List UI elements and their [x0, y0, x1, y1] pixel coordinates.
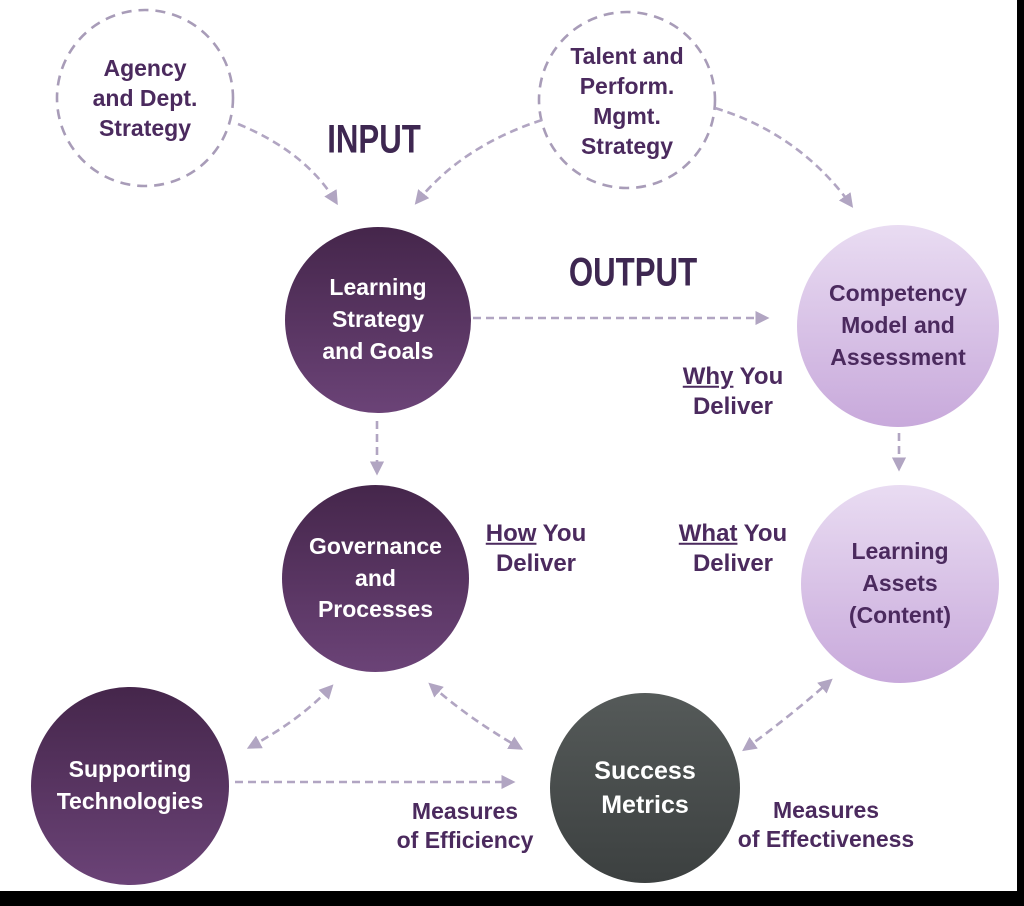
measures-of-efficiency-label: Measures of Efficiency — [397, 797, 534, 855]
output-heading: OUTPUT — [568, 250, 698, 295]
input-heading: INPUT — [327, 117, 421, 162]
learning-strategy-label: Learning Strategy and Goals — [322, 274, 434, 364]
why-you-deliver-line2: Deliver — [692, 393, 774, 420]
arrow-agency-to-learning-strategy — [237, 122, 338, 206]
measures-of-efficiency-line1: Measures — [411, 798, 519, 825]
agency-strategy-dashed-circle — [55, 8, 235, 188]
supporting-technologies-label: Supporting Technologies — [56, 756, 204, 814]
frame-bottom-edge — [0, 891, 1024, 906]
what-you-deliver-line2: Deliver — [692, 550, 774, 577]
what-you-deliver-line1: What You — [678, 519, 788, 547]
frame-right-edge — [1017, 0, 1024, 906]
governance-node: Governance and Processes — [282, 485, 469, 672]
arrow-supporting-tech-governance-bidirectional — [246, 684, 334, 749]
what-you-deliver-label: What You Deliver — [679, 519, 787, 579]
talent-strategy-dashed-circle — [537, 10, 717, 190]
how-you-deliver-line2: Deliver — [495, 550, 577, 577]
competency-model-label: Competency Model and Assessment — [828, 280, 968, 370]
how-you-deliver-line1: How You — [485, 519, 587, 547]
success-metrics-label: Success Metrics — [594, 756, 696, 820]
agency-strategy-node: Agency and Dept. Strategy — [92, 55, 198, 141]
measures-of-effectiveness-line2: of Effectiveness — [737, 826, 915, 852]
competency-model-node: Competency Model and Assessment — [797, 225, 999, 427]
learning-assets-label: Learning Assets (Content) — [848, 538, 952, 628]
measures-of-effectiveness-line1: Measures — [772, 797, 880, 824]
how-you-deliver-label: How You Deliver — [486, 519, 586, 579]
arrow-success-metrics-learning-assets-bidirectional — [742, 678, 833, 752]
why-you-deliver-line1: Why You — [682, 362, 784, 390]
success-metrics-node: Success Metrics — [550, 693, 740, 883]
arrow-talent-to-competency — [714, 106, 854, 208]
talent-strategy-node: Talent and Perform. Mgmt. Strategy — [570, 43, 684, 159]
learning-assets-node: Learning Assets (Content) — [801, 485, 999, 683]
arrow-talent-to-learning-strategy — [414, 118, 543, 205]
arrow-governance-success-metrics-bidirectional — [428, 682, 524, 750]
measures-of-efficiency-line2: of Efficiency — [396, 827, 534, 853]
why-you-deliver-label: Why You Deliver — [683, 362, 783, 422]
learning-strategy-node: Learning Strategy and Goals — [285, 227, 471, 413]
governance-label: Governance and Processes — [309, 532, 442, 623]
supporting-technologies-node: Supporting Technologies — [31, 687, 229, 885]
measures-of-effectiveness-label: Measures of Effectiveness — [738, 796, 914, 854]
